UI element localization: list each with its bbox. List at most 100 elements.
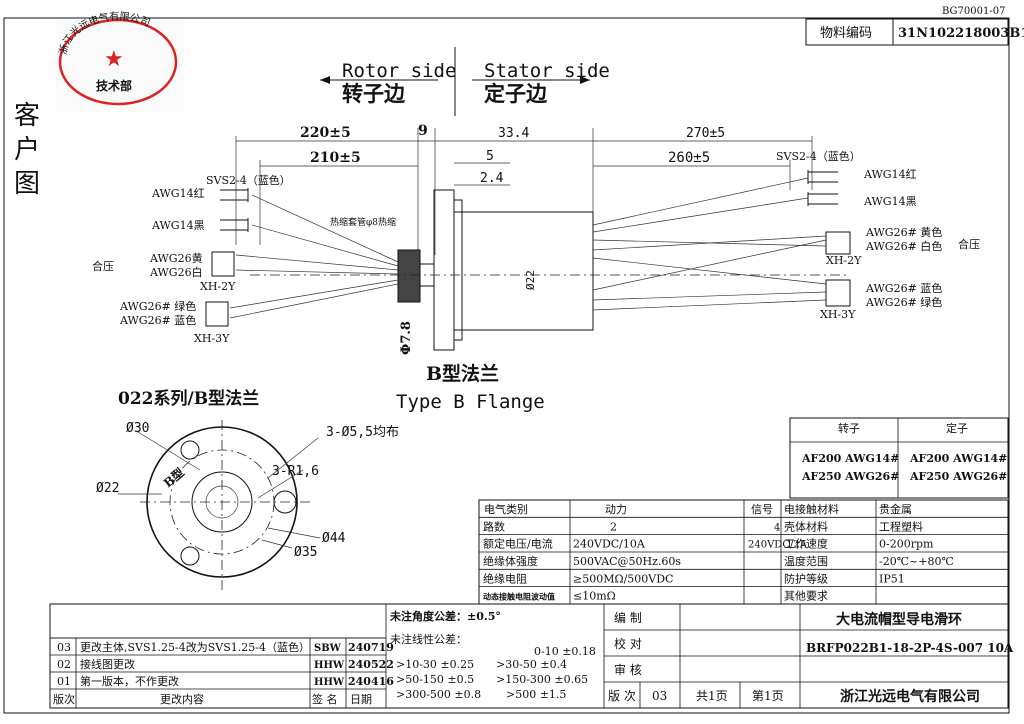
dim-260: 260±5 <box>668 150 710 166</box>
wirespec-rotor-label: 转子 <box>838 421 860 435</box>
rotor-cn: 转子边 <box>342 81 406 106</box>
circle-r16: 3-R1,6 <box>272 464 319 479</box>
rotor-green: AWG26# 绿色 <box>119 299 196 313</box>
stator-red: AWG14红 <box>863 168 917 181</box>
dimension-lines: 220±5 9 210±5 33.4 5 2.4 270±5 260±5 Φ7.… <box>235 123 813 355</box>
rev-date: 240719 <box>348 641 394 654</box>
spec-row-power: 2 <box>610 520 617 533</box>
flange-en: Type B Flange <box>396 391 545 413</box>
company-stamp: 浙江光远电气有限公司 ★ 技术部 <box>56 9 184 112</box>
tol-item: >500 ±1.5 <box>506 688 566 701</box>
approve-make: 编 制 <box>614 610 642 625</box>
stator-cn: 定子边 <box>484 81 548 106</box>
dim-270: 270±5 <box>686 126 725 141</box>
rev-sign: HHW <box>314 660 345 671</box>
rotor-xh3: XH-3Y <box>194 332 230 345</box>
rotor-en: Rotor side <box>342 60 456 82</box>
wirespec-stator-2: AF250 AWG26# <box>909 470 1007 483</box>
spec-right-value: IP51 <box>879 572 905 585</box>
wire-spec-table: 转子 定子 AF200 AWG14# AF250 AWG26# AF200 AW… <box>789 417 1009 499</box>
tol-angle: 未注角度公差：±0.5° <box>389 609 501 623</box>
stamp-star-icon: ★ <box>104 47 124 72</box>
stator-wiring: SVS2-4（蓝色） AWG14红 AWG14黑 AWG26# 黄色 AWG26… <box>592 149 980 321</box>
spec-row-signal: 240VDC/2A <box>748 540 808 551</box>
spec-header-power: 动力 <box>605 503 627 516</box>
stator-black: AWG14黑 <box>863 195 917 208</box>
rotor-heatshrink: 热缩套管φ8热缩 <box>330 216 396 228</box>
rev-sign: HHW <box>314 677 345 688</box>
tol-item: >50-150 ±0.5 <box>396 673 474 686</box>
wirespec-stator-1: AF200 AWG14# <box>909 452 1007 465</box>
rotor-red: AWG14红 <box>151 187 205 200</box>
spec-row-power: 240VDC/10A <box>573 538 646 551</box>
spec-right-value: -20℃~+80℃ <box>879 555 954 568</box>
dim-d22-vert: Ø22 <box>524 270 537 290</box>
dim-220: 220±5 <box>300 125 351 141</box>
approve-review: 审 核 <box>614 662 642 677</box>
product-name: 大电流帽型导电滑环 <box>836 611 962 628</box>
dim-5: 5 <box>486 149 494 164</box>
approve-page: 第1页 <box>752 689 784 703</box>
rev-content: 接线图更改 <box>80 657 135 671</box>
spec-row-signal: 4 <box>774 522 780 533</box>
stator-crimp: 合压 <box>958 237 980 251</box>
spec-right-label: 工作速度 <box>784 537 828 551</box>
tol-item: >150-300 ±0.65 <box>496 673 588 686</box>
spec-right-label: 电接触材料 <box>784 502 839 516</box>
spec-right-label: 壳体材料 <box>784 519 828 533</box>
dim-33: 33.4 <box>498 126 529 141</box>
material-box <box>805 18 1009 46</box>
rotor-black: AWG14黑 <box>151 219 205 232</box>
dim-9: 9 <box>418 123 428 139</box>
material-value: 31N102218003B1 <box>898 26 1024 41</box>
dim-phi78: Φ7.8 <box>399 321 414 355</box>
rev-version: 01 <box>57 675 71 688</box>
spec-row-power: 500VAC@50Hz.60s <box>573 555 681 568</box>
flange-cn: B型法兰 <box>426 362 499 385</box>
spec-row-power: ≤10mΩ <box>573 590 616 603</box>
circle-holes: 3-Ø5,5均布 <box>326 425 399 440</box>
rev-header-content: 更改内容 <box>160 692 204 706</box>
rev-content: 更改主体,SVS1.25-4改为SVS1.25-4（蓝色） <box>80 640 310 654</box>
tol-linear: 未注线性公差： <box>390 632 467 646</box>
rotor-crimp: 合压 <box>92 259 114 273</box>
flange-circle-view: Ø30 3-Ø5,5均布 3-R1,6 Ø22 Ø44 Ø35 B型 <box>96 420 399 590</box>
stator-svs: SVS2-4（蓝色） <box>776 149 861 163</box>
circle-d30: Ø30 <box>126 421 149 436</box>
rev-date: 240522 <box>348 658 394 671</box>
tol-item: >300-500 ±0.8 <box>396 688 481 701</box>
spec-row-power: ≥500MΩ/500VDC <box>573 572 673 585</box>
spec-row-label: 绝缘体强度 <box>483 554 538 568</box>
stator-en: Stator side <box>484 60 610 82</box>
stator-xh2: XH-2Y <box>826 254 862 267</box>
dim-210: 210±5 <box>310 150 361 166</box>
spec-row-label: 动态接触电阻波动值 <box>483 592 555 602</box>
side-headings: Rotor side 转子边 Stator side 定子边 <box>320 47 610 116</box>
series-title: 022系列/B型法兰 <box>118 388 259 409</box>
tol-item: 0-10 ±0.18 <box>534 645 596 658</box>
spec-right-value: 工程塑料 <box>879 519 923 533</box>
spec-right-label: 其他要求 <box>784 590 828 603</box>
approve-check: 校 对 <box>614 636 642 651</box>
wirespec-rotor-2: AF250 AWG26# <box>801 470 899 483</box>
slip-ring-body <box>250 189 850 351</box>
stamp-dept: 技术部 <box>96 78 132 93</box>
tol-item: >10-30 ±0.25 <box>396 658 474 671</box>
approve-total: 共1页 <box>696 689 728 703</box>
doc-code: BG70001-07 <box>942 6 1005 17</box>
rev-header-date: 日期 <box>350 693 372 706</box>
rotor-svs: SVS2-4（蓝色） <box>206 173 291 187</box>
rotor-blue: AWG26# 蓝色 <box>119 313 196 327</box>
rotor-white: AWG26白 <box>149 265 203 279</box>
material-label: 物料编码 <box>820 26 872 41</box>
rotor-wiring: SVS2-4（蓝色） AWG14红 AWG14黑 合压 AWG26黄 AWG26… <box>92 173 399 345</box>
tol-item: >30-50 ±0.4 <box>496 658 567 671</box>
circle-d44: Ø44 <box>322 531 346 546</box>
stator-green: AWG26# 绿色 <box>865 295 942 309</box>
rotor-yellow: AWG26黄 <box>149 251 203 265</box>
spec-header-category: 电气类别 <box>484 502 528 516</box>
circle-d22: Ø22 <box>96 481 119 496</box>
rev-date: 240416 <box>348 675 394 688</box>
stator-yellow: AWG26# 黄色 <box>865 225 942 239</box>
